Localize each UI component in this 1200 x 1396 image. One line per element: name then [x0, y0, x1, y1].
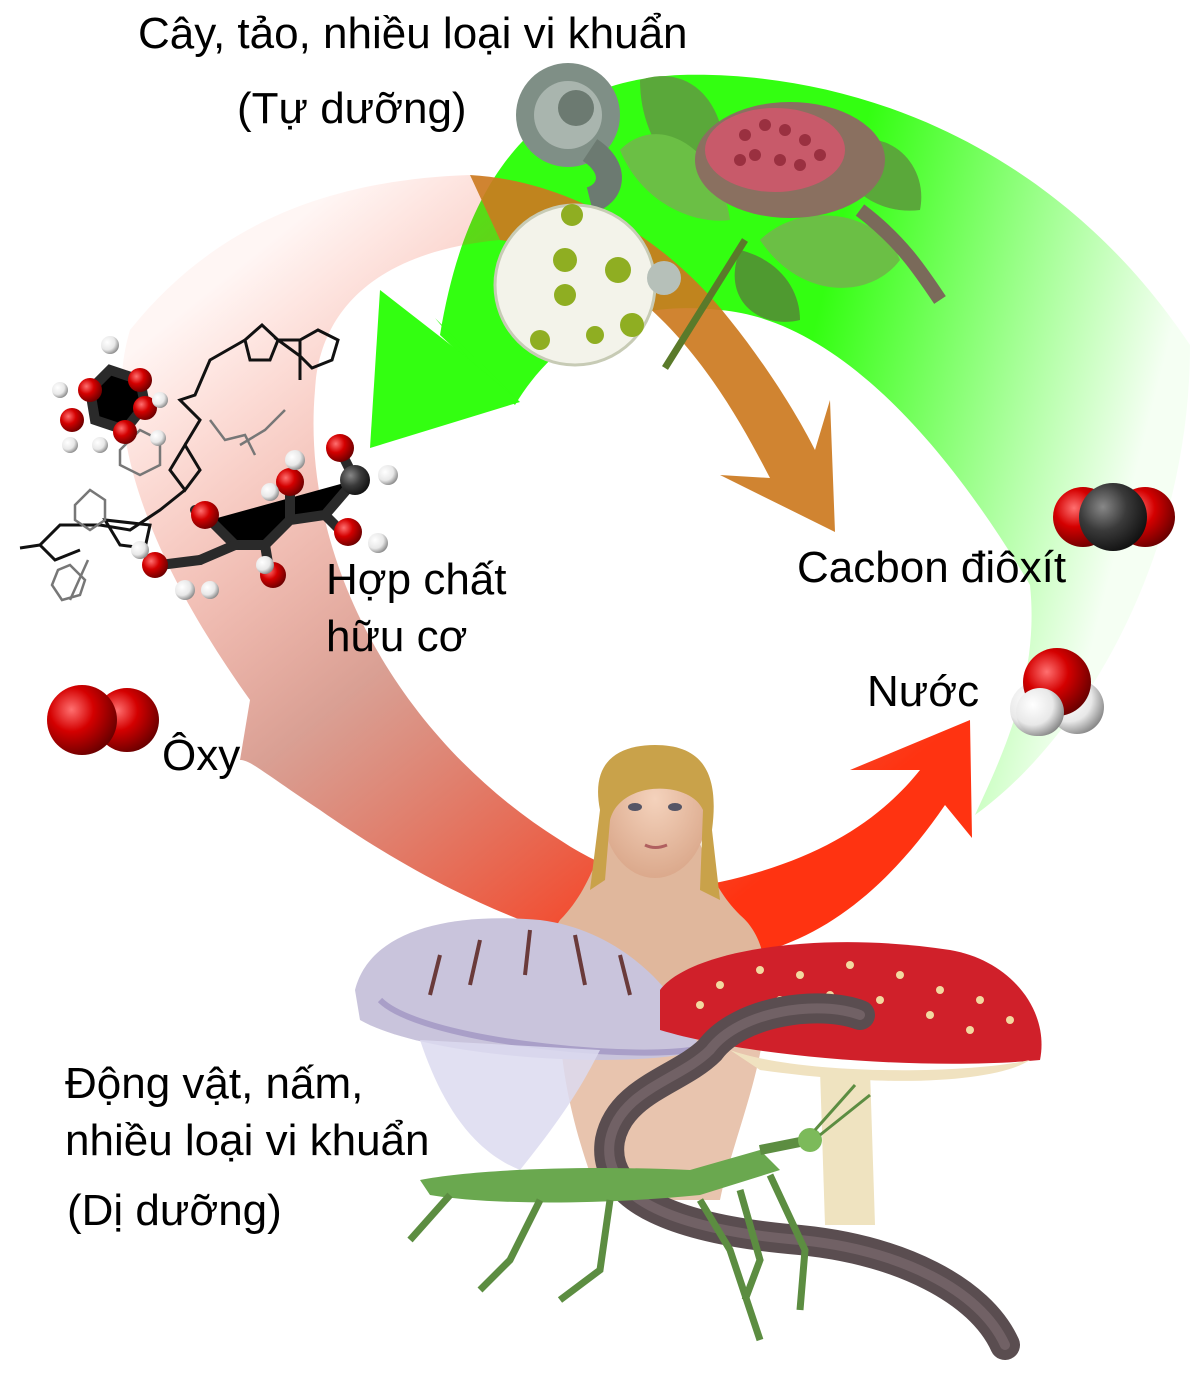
organic-compounds-label-line1: Hợp chất	[326, 555, 507, 604]
glucose-molecule	[52, 336, 398, 600]
water-label: Nước	[867, 667, 980, 716]
plant-images	[493, 63, 946, 370]
o2-molecule	[47, 685, 159, 755]
autotrophs-label-line2: (Tự dưỡng)	[237, 84, 467, 133]
heterotrophs-label-line3: (Dị dưỡng)	[67, 1186, 282, 1235]
heterotrophs-label-line1: Động vật, nấm,	[65, 1059, 364, 1108]
animal-fungi-images	[355, 745, 1042, 1360]
organic-compounds-label-line2: hữu cơ	[326, 612, 468, 661]
water-molecule	[1010, 648, 1104, 736]
co2-molecule	[1053, 483, 1175, 551]
carbon-dioxide-label: Cacbon điôxít	[797, 543, 1067, 592]
red-arrow	[121, 175, 972, 960]
autotrophs-label-line1: Cây, tảo, nhiều loại vi khuẩn	[138, 9, 688, 58]
heterotrophs-label-line2: nhiều loại vi khuẩn	[65, 1116, 430, 1165]
orange-arrow	[470, 175, 835, 532]
structural-formula	[19, 322, 340, 602]
oxygen-label: Ôxy	[162, 731, 241, 780]
